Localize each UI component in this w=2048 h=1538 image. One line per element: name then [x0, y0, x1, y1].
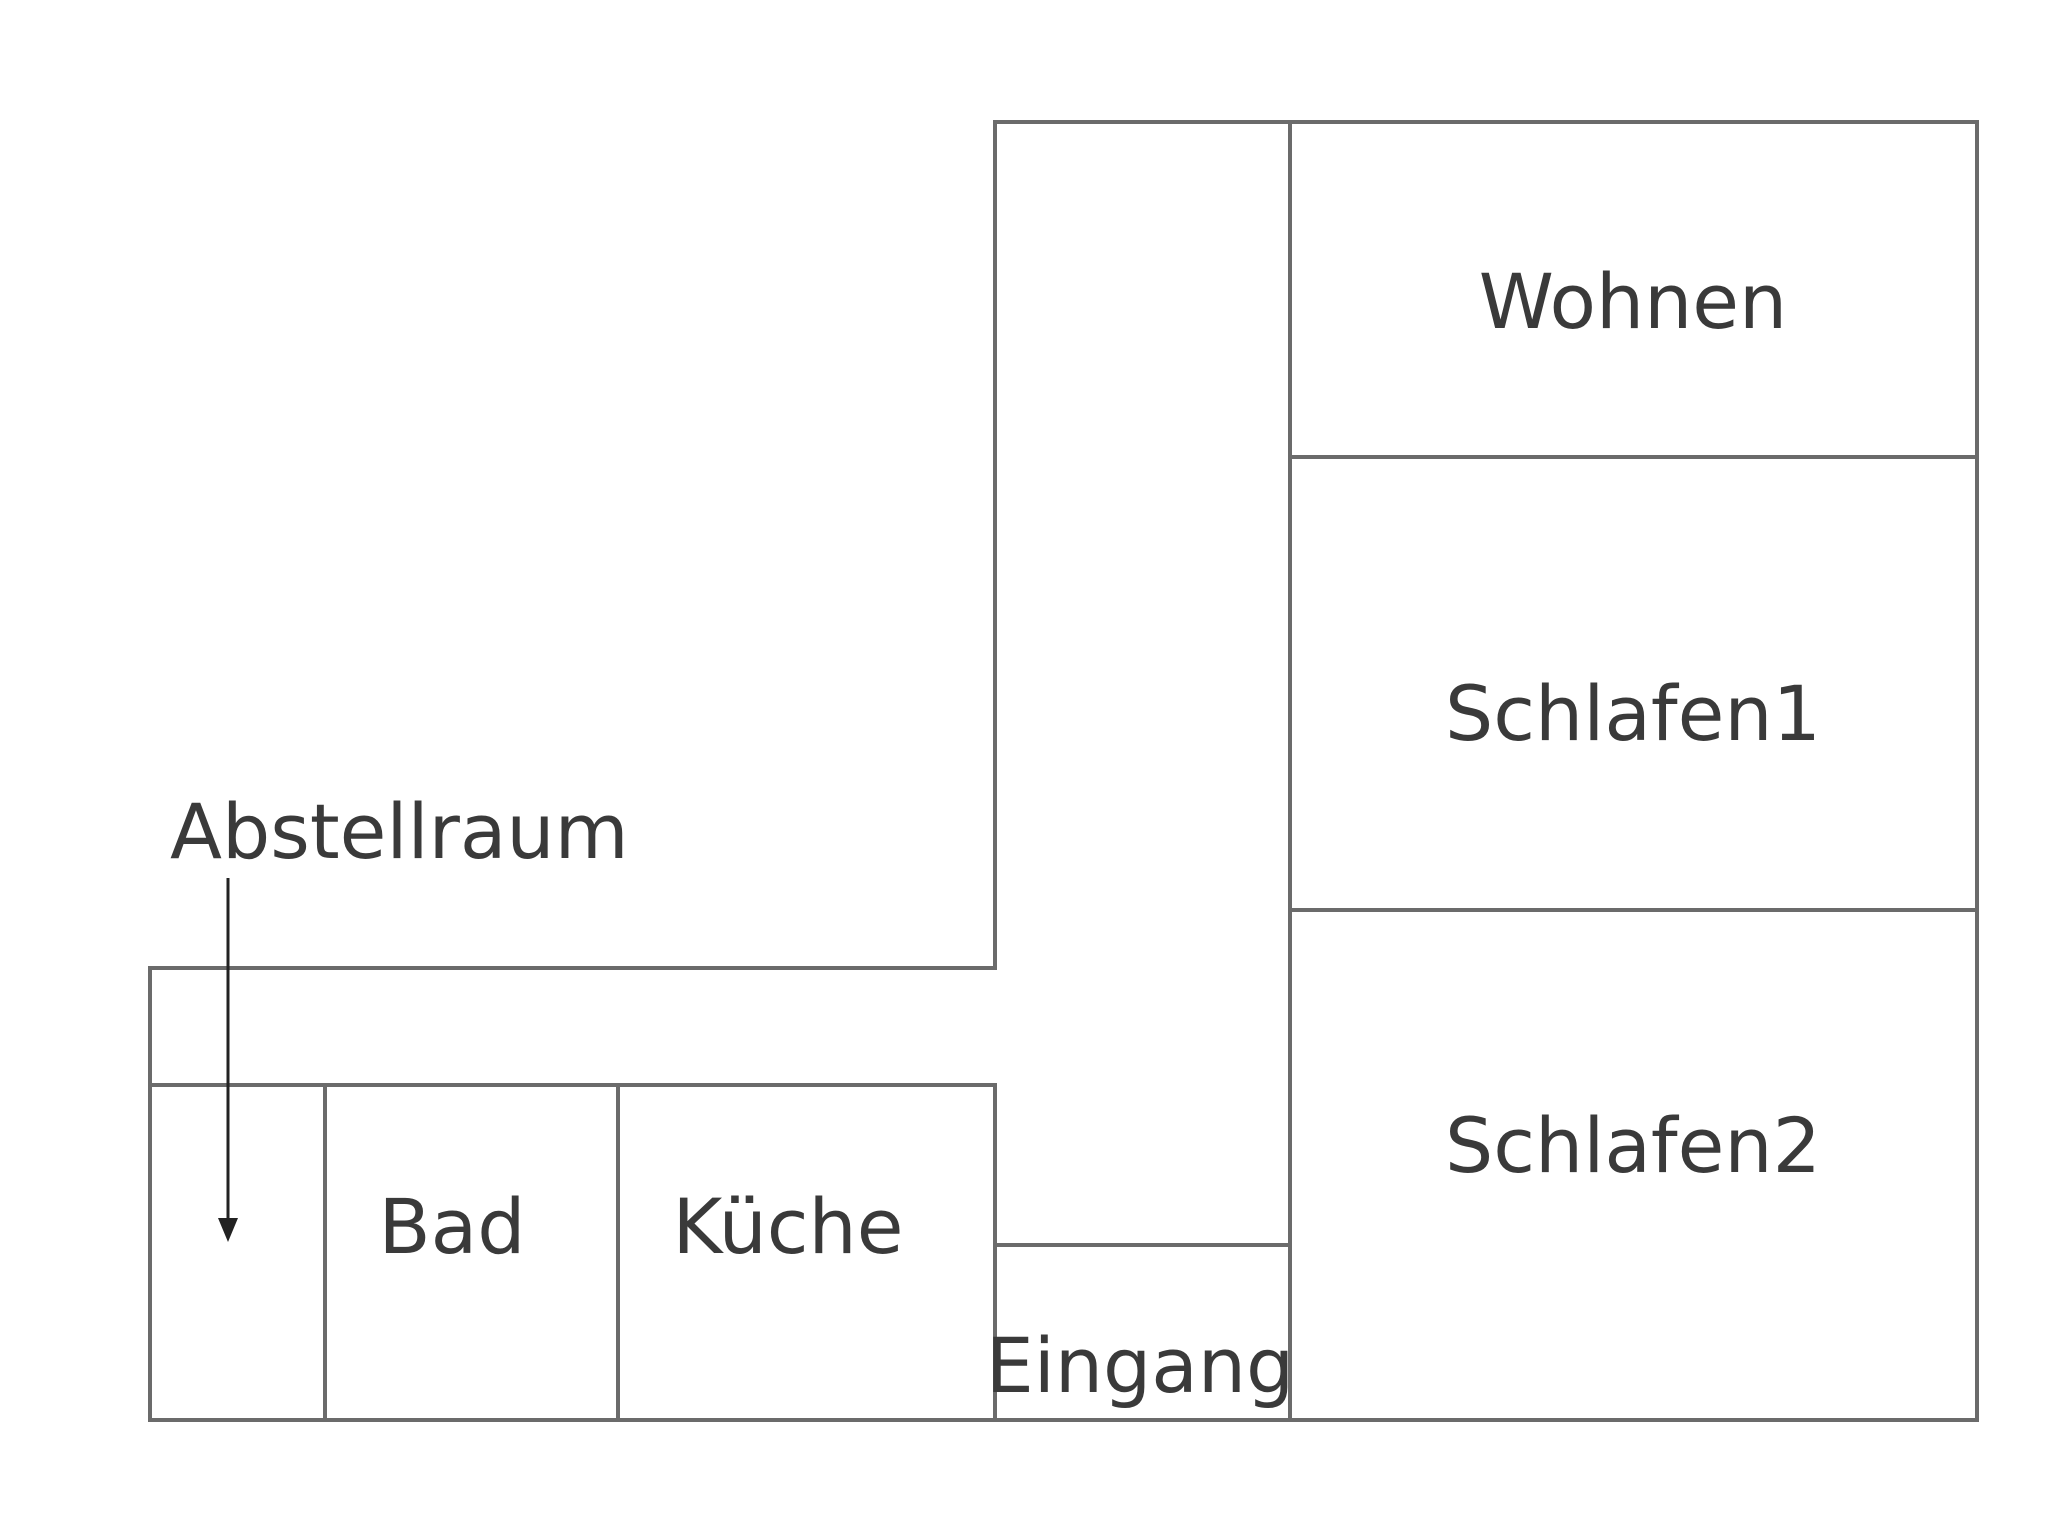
room-label-eingang: Eingang [986, 1321, 1295, 1410]
walls [148, 120, 1979, 1422]
abstellraum-arrow [218, 878, 238, 1242]
room-label-wohnen: Wohnen [1479, 257, 1787, 346]
arrow-head-icon [218, 1218, 238, 1242]
room-label-abstellraum: Abstellraum [170, 787, 629, 876]
room-label-schlafen2: Schlafen2 [1445, 1101, 1821, 1190]
room-label-kueche: Küche [673, 1182, 904, 1271]
room-label-schlafen1: Schlafen1 [1445, 669, 1821, 758]
room-label-bad: Bad [379, 1182, 526, 1271]
